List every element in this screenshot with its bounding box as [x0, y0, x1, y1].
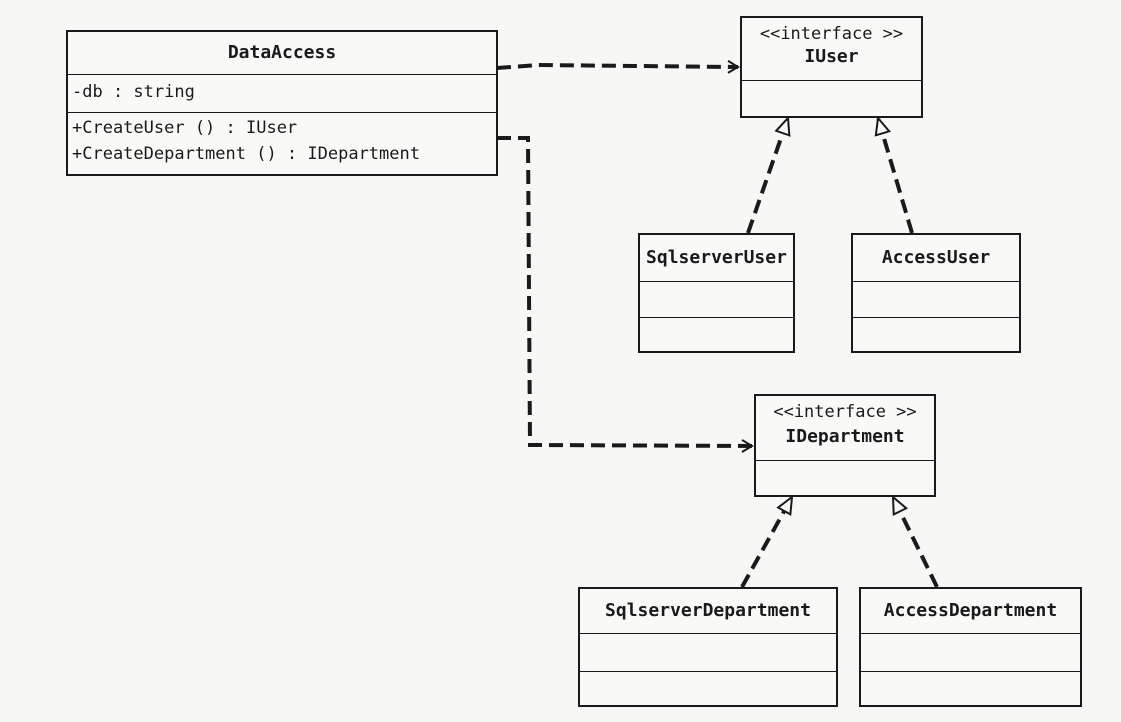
class-name-sqlserveruser: SqlserverUser [646, 247, 787, 268]
class-dataaccess: DataAccess -db : string +CreateUser () :… [66, 30, 498, 176]
realization-accessuser-iuser [874, 115, 914, 234]
class-name-sqlserverdepartment: SqlserverDepartment [605, 600, 811, 621]
class-sqlserverdepartment: SqlserverDepartment [578, 587, 838, 707]
operation-createdepartment: +CreateDepartment () : IDepartment [72, 144, 420, 164]
class-name-accessuser: AccessUser [881, 247, 991, 268]
class-accessdepartment: AccessDepartment [859, 587, 1082, 707]
stereotype-idepartment: <<interface >> [773, 402, 917, 422]
realization-sqlserverdepartment-idepartment [740, 494, 794, 588]
class-accessuser: AccessUser [851, 233, 1021, 353]
dependency-dataaccess-iuser [496, 60, 740, 74]
interface-idepartment: <<interface >> IDepartment [754, 394, 936, 497]
class-sqlserveruser: SqlserverUser [638, 233, 795, 353]
interface-name-iuser: IUser [804, 46, 859, 67]
realization-sqlserveruser-iuser [746, 115, 791, 234]
interface-name-idepartment: IDepartment [785, 426, 905, 447]
dependency-dataaccess-idepartment [497, 136, 754, 453]
operation-createuser: +CreateUser () : IUser [72, 118, 298, 138]
attribute-db: -db : string [72, 82, 195, 102]
realization-accessdepartment-idepartment [891, 494, 939, 588]
stereotype-iuser: <<interface >> [759, 24, 904, 44]
interface-iuser: <<interface >> IUser [740, 16, 923, 118]
class-name-dataaccess: DataAccess [227, 42, 337, 63]
class-name-accessdepartment: AccessDepartment [883, 600, 1058, 621]
